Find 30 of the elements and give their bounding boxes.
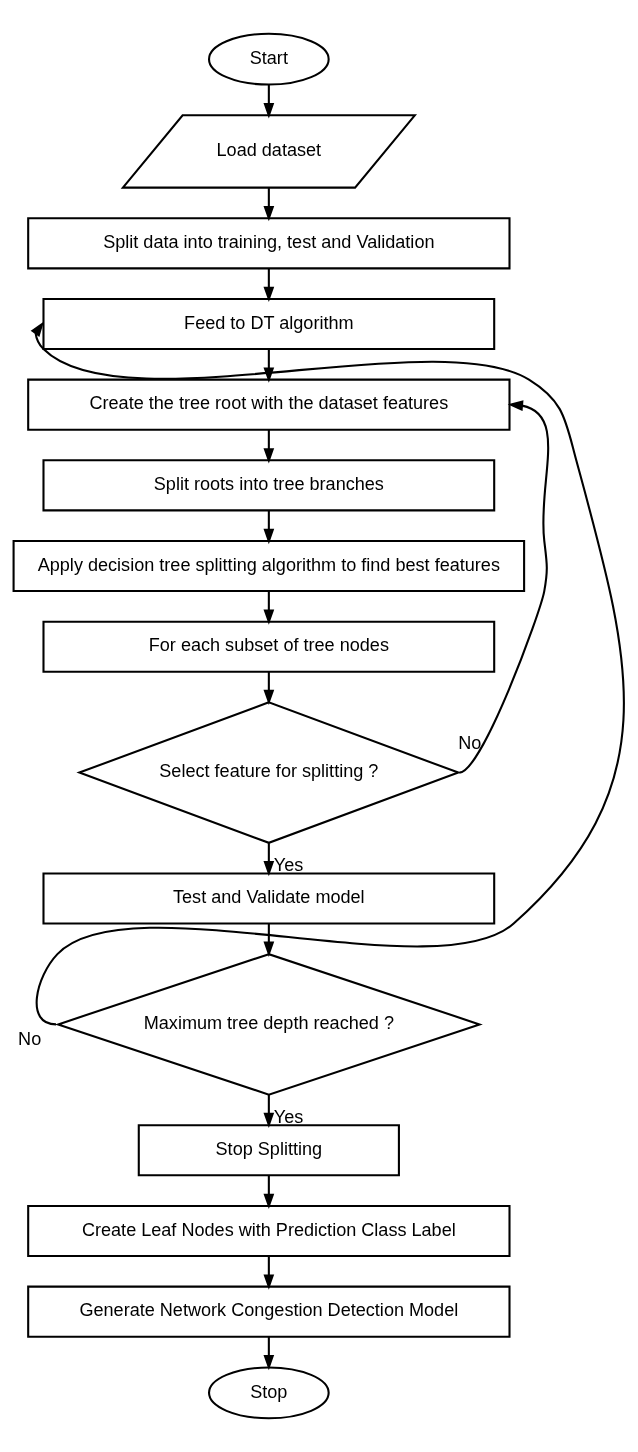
node-box: Stop Splitting bbox=[137, 1124, 400, 1177]
arrow bbox=[263, 429, 275, 464]
node-diamond: Maximum tree depth reached ? bbox=[54, 953, 483, 1096]
node-box: For each subset of tree nodes bbox=[42, 620, 496, 673]
node-box: Create the tree root with the dataset features bbox=[27, 378, 511, 431]
node-box: Split roots into tree branches bbox=[42, 459, 496, 512]
arrow bbox=[263, 268, 275, 303]
arrow bbox=[263, 843, 275, 877]
arrow bbox=[263, 1094, 275, 1128]
node-box: Create Leaf Nodes with Prediction Class Label bbox=[27, 1204, 511, 1258]
arrow bbox=[263, 85, 275, 119]
node-ellipse: Stop bbox=[208, 1366, 330, 1420]
edge-label: No bbox=[18, 1028, 42, 1049]
arrow bbox=[263, 1175, 275, 1210]
node-box: Apply decision tree splitting algorithm to find best features bbox=[12, 539, 526, 593]
node-box: Generate Network Congestion Detection Model bbox=[27, 1285, 511, 1338]
arrow bbox=[458, 400, 550, 774]
arrow bbox=[263, 923, 275, 957]
node-ellipse: Start bbox=[208, 32, 330, 86]
arrow bbox=[263, 1256, 275, 1290]
node-box: Feed to DT algorithm bbox=[42, 297, 496, 351]
arrow bbox=[30, 321, 625, 1026]
node-box: Test and Validate model bbox=[42, 872, 496, 925]
arrow bbox=[263, 510, 275, 545]
arrow bbox=[263, 671, 275, 706]
arrow bbox=[263, 188, 275, 222]
arrow bbox=[263, 1337, 275, 1371]
arrow bbox=[263, 349, 275, 383]
node-box: Split data into training, test and Validation bbox=[27, 217, 511, 270]
arrow bbox=[263, 591, 275, 625]
